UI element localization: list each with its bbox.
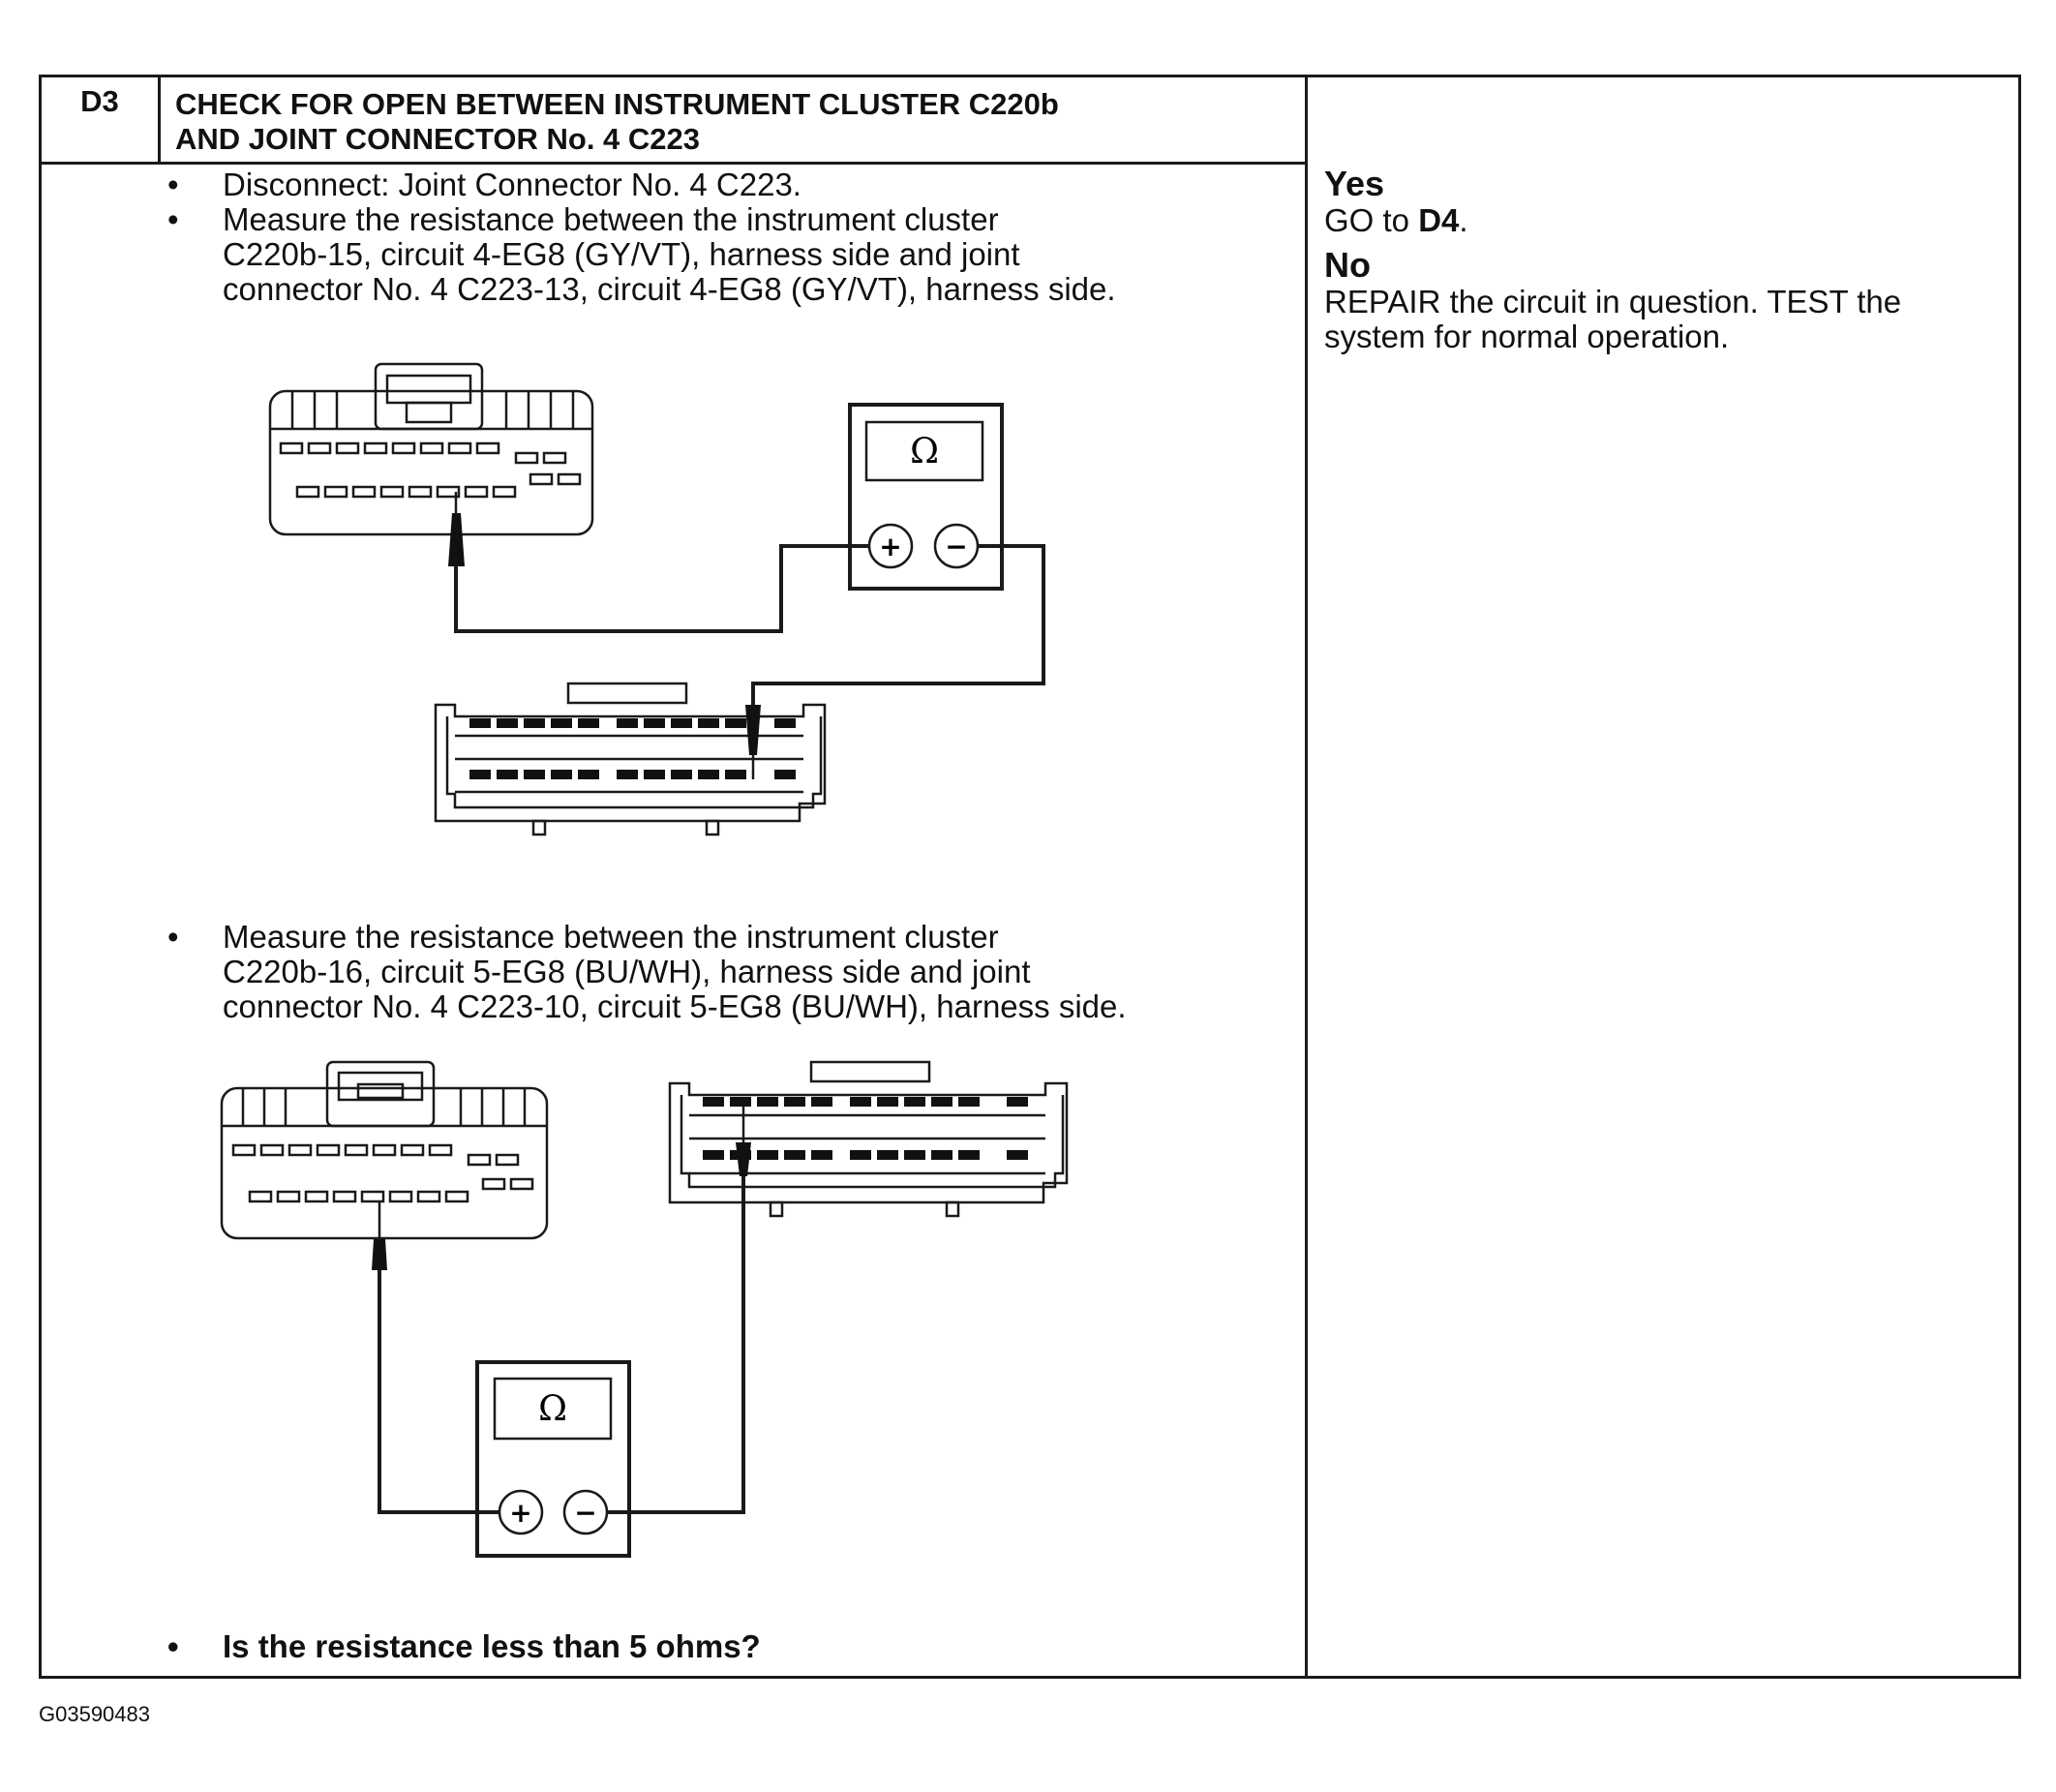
no-label: No (1324, 245, 1371, 285)
yes-action: GO to D4. (1324, 202, 1468, 238)
yes-label: Yes (1324, 164, 1385, 203)
step-title-line: CHECK FOR OPEN BETWEEN INSTRUMENT CLUSTE… (175, 87, 1059, 121)
question-item: Is the resistance less than 5 ohms? (167, 1628, 761, 1665)
instruction-item: Disconnect: Joint Connector No. 4 C223. (167, 167, 1116, 203)
step-id: D3 (80, 84, 119, 118)
divider (42, 162, 1305, 165)
step-title-line: AND JOINT CONNECTOR No. 4 C223 (175, 122, 701, 156)
figure-code: G03590483 (39, 1702, 150, 1726)
answers-column: Yes GO to D4. No REPAIR the circuit in q… (1324, 165, 2011, 362)
instruction-item: Measure the resistance between the instr… (167, 920, 1127, 1024)
divider (1305, 77, 1308, 1679)
no-action: REPAIR the circuit in question. TEST the… (1324, 284, 1902, 354)
instruction-list-2: Measure the resistance between the instr… (167, 920, 1127, 1024)
instruction-item: Measure the resistance between the instr… (167, 202, 1116, 307)
step-title: CHECK FOR OPEN BETWEEN INSTRUMENT CLUSTE… (175, 87, 1288, 157)
question-text: Is the resistance less than 5 ohms? (223, 1628, 761, 1664)
instruction-list-1: Disconnect: Joint Connector No. 4 C223. … (167, 167, 1116, 307)
diagnostic-table: D3 CHECK FOR OPEN BETWEEN INSTRUMENT CLU… (39, 75, 2021, 1679)
goto-link-d4[interactable]: D4 (1418, 202, 1460, 238)
divider (158, 77, 161, 162)
